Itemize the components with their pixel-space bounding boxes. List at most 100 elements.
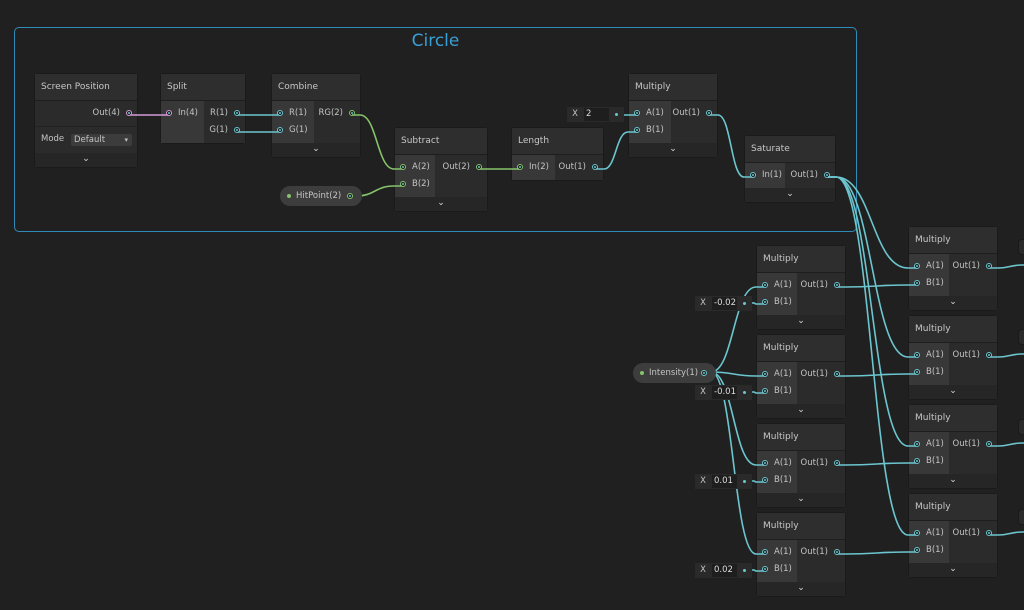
output-port-icon[interactable]: [986, 263, 992, 269]
mode-dropdown[interactable]: Default▾: [71, 134, 132, 146]
input-port-icon[interactable]: [762, 371, 768, 377]
property-intensity[interactable]: Intensity(1): [633, 363, 716, 383]
input-port-icon[interactable]: [400, 181, 406, 187]
expand-chevron-icon[interactable]: ⌄: [629, 143, 717, 157]
group-circle[interactable]: Circle: [14, 27, 857, 232]
input-port-icon[interactable]: [277, 110, 283, 116]
output-port-icon[interactable]: [349, 110, 355, 116]
expand-chevron-icon[interactable]: ⌄: [909, 563, 997, 577]
expand-chevron-icon[interactable]: ⌄: [757, 582, 845, 596]
node-offscreen[interactable]: [1019, 240, 1024, 254]
node-offscreen[interactable]: [1019, 420, 1024, 434]
output-port-icon[interactable]: [986, 441, 992, 447]
value-input[interactable]: 0.01: [712, 475, 737, 488]
input-port-icon[interactable]: [166, 110, 172, 116]
value-input[interactable]: -0.02: [712, 297, 737, 310]
input-port-icon[interactable]: [634, 127, 640, 133]
output-port-icon[interactable]: [986, 530, 992, 536]
output-port-icon[interactable]: [592, 164, 598, 170]
input-port-icon[interactable]: [762, 460, 768, 466]
value-input[interactable]: 2: [584, 108, 609, 121]
output-port-icon[interactable]: [347, 193, 353, 199]
output-port-icon[interactable]: [476, 164, 482, 170]
input-port-icon[interactable]: [914, 263, 920, 269]
expand-chevron-icon[interactable]: ⌄: [745, 188, 835, 202]
output-port-icon[interactable]: [834, 371, 840, 377]
input-port-icon[interactable]: [762, 549, 768, 555]
expand-chevron-icon[interactable]: ⌄: [35, 153, 137, 167]
expand-chevron-icon[interactable]: ⌄: [909, 296, 997, 310]
output-port-icon[interactable]: [234, 110, 240, 116]
output-port-icon[interactable]: [834, 460, 840, 466]
input-port-icon[interactable]: [762, 566, 768, 572]
wire[interactable]: [838, 462, 916, 466]
value-input[interactable]: -0.01: [712, 386, 737, 399]
expand-chevron-icon[interactable]: ⌄: [395, 197, 487, 211]
inline-value-field[interactable]: X-0.01: [695, 385, 752, 400]
input-port-icon[interactable]: [277, 127, 283, 133]
expand-chevron-icon[interactable]: ⌄: [909, 385, 997, 399]
expand-chevron-icon[interactable]: ⌄: [757, 493, 845, 507]
input-port-icon[interactable]: [750, 172, 756, 178]
property-hitpoint[interactable]: HitPoint(2): [280, 186, 362, 206]
input-port-icon[interactable]: [400, 164, 406, 170]
expand-chevron-icon[interactable]: ⌄: [757, 315, 845, 329]
input-port-icon[interactable]: [914, 441, 920, 447]
node-offscreen[interactable]: [1019, 330, 1024, 344]
output-port-icon[interactable]: [126, 110, 132, 116]
input-port-label: B(1): [774, 475, 792, 485]
output-port-icon[interactable]: [234, 127, 240, 133]
output-port-icon[interactable]: [986, 352, 992, 358]
input-port-icon[interactable]: [762, 388, 768, 394]
wire[interactable]: [838, 551, 916, 555]
output-port-icon[interactable]: [824, 172, 830, 178]
expand-chevron-icon[interactable]: ⌄: [909, 474, 997, 488]
output-port-icon[interactable]: [834, 282, 840, 288]
input-port-icon[interactable]: [914, 352, 920, 358]
output-port-icon[interactable]: [706, 110, 712, 116]
node-outputs: Out(1): [797, 540, 845, 582]
expand-chevron-icon[interactable]: ⌄: [272, 143, 360, 157]
value-input[interactable]: 0.02: [712, 564, 737, 577]
input-port-icon[interactable]: [634, 110, 640, 116]
input-port-icon[interactable]: [914, 458, 920, 464]
output-port-icon[interactable]: [834, 549, 840, 555]
inline-value-field[interactable]: X-0.02: [695, 296, 752, 311]
wire[interactable]: [838, 373, 916, 377]
node-outputs: Out(1): [671, 101, 717, 143]
input-port-icon[interactable]: [517, 164, 523, 170]
input-port-icon[interactable]: [762, 299, 768, 305]
output-port-label: Out(1): [952, 261, 980, 271]
input-port-icon[interactable]: [914, 369, 920, 375]
node-offscreen[interactable]: [1019, 510, 1024, 524]
input-port-icon[interactable]: [914, 547, 920, 553]
input-port-icon[interactable]: [762, 282, 768, 288]
wire[interactable]: [838, 284, 916, 288]
expand-chevron-icon[interactable]: ⌄: [757, 404, 845, 418]
input-port-icon[interactable]: [914, 280, 920, 286]
node-title: Multiply: [629, 74, 717, 101]
output-port-icon[interactable]: [701, 370, 707, 376]
input-port-icon[interactable]: [762, 477, 768, 483]
node-inputs: In(1): [745, 163, 785, 188]
input-port-icon[interactable]: [914, 530, 920, 536]
output-port-label: G(1): [209, 125, 228, 135]
